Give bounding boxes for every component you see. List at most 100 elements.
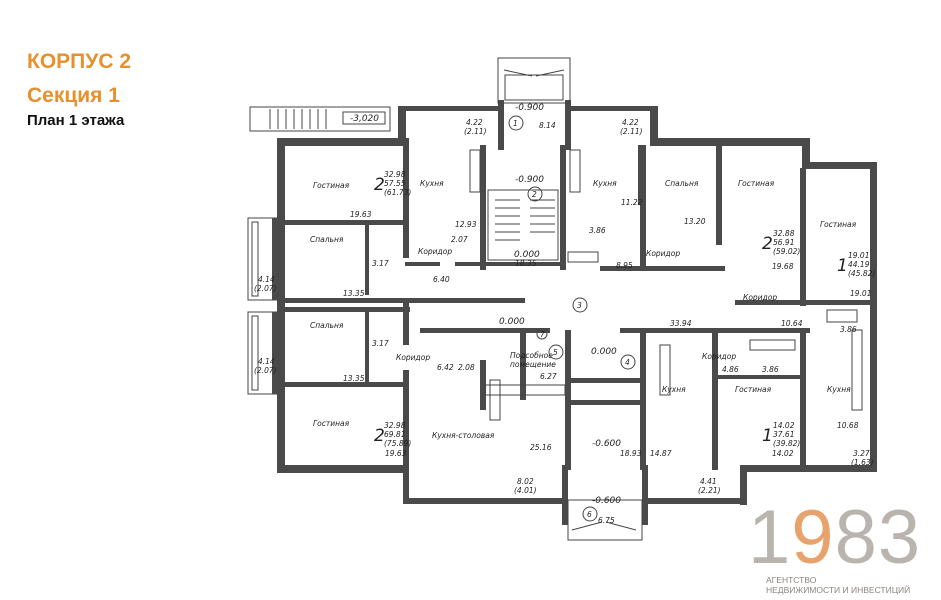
svg-text:4.22: 4.22 bbox=[622, 118, 639, 127]
svg-text:32.98: 32.98 bbox=[384, 170, 406, 179]
svg-text:6.42: 6.42 bbox=[437, 363, 454, 372]
svg-text:6: 6 bbox=[587, 510, 592, 519]
svg-text:12.93: 12.93 bbox=[455, 220, 477, 229]
apartment-4: 2 32.98 69.81 (75.89) bbox=[374, 421, 411, 448]
inner-stair bbox=[487, 189, 559, 261]
level-0600-a: -0.600 bbox=[592, 439, 621, 449]
svg-text:19.63: 19.63 bbox=[350, 210, 372, 219]
svg-text:3.86: 3.86 bbox=[589, 226, 606, 235]
svg-text:13.20: 13.20 bbox=[684, 217, 706, 226]
svg-text:8.14: 8.14 bbox=[539, 121, 556, 130]
svg-text:19.01: 19.01 bbox=[848, 251, 869, 260]
room-bedroom-top-right: Спальня bbox=[665, 179, 699, 188]
svg-text:8.95: 8.95 bbox=[616, 261, 633, 270]
svg-text:3: 3 bbox=[577, 301, 582, 310]
svg-text:6.75: 6.75 bbox=[598, 516, 615, 525]
room-utility-2: помещение bbox=[510, 360, 556, 369]
svg-text:4: 4 bbox=[625, 358, 630, 367]
external-stair-top-left bbox=[249, 106, 391, 132]
room-kitchen-dining: Кухня-столовая bbox=[432, 431, 495, 440]
apartment-1: 2 32.98 57.55 (61.73) bbox=[374, 170, 411, 197]
svg-text:32.98: 32.98 bbox=[384, 421, 406, 430]
svg-text:37.61: 37.61 bbox=[773, 430, 794, 439]
svg-text:14.87: 14.87 bbox=[650, 449, 672, 458]
svg-text:4.14: 4.14 bbox=[258, 357, 275, 366]
level-0000-b: 0.000 bbox=[499, 317, 525, 327]
apartment-2: 2 32.88 56.91 (59.02) bbox=[762, 229, 800, 256]
level-0900-a: -0.900 bbox=[515, 103, 544, 113]
svg-text:6.27: 6.27 bbox=[540, 372, 557, 381]
svg-text:32.88: 32.88 bbox=[773, 229, 795, 238]
svg-text:10.68: 10.68 bbox=[837, 421, 859, 430]
svg-text:4.41: 4.41 bbox=[700, 477, 717, 486]
svg-text:3.27: 3.27 bbox=[853, 449, 870, 458]
svg-text:57.55: 57.55 bbox=[384, 179, 406, 188]
svg-text:19.68: 19.68 bbox=[772, 262, 794, 271]
room-bedroom-left-2: Спальня bbox=[310, 321, 344, 330]
svg-text:(2.11): (2.11) bbox=[620, 127, 643, 136]
svg-text:(4.01): (4.01) bbox=[514, 486, 537, 495]
svg-text:(75.89): (75.89) bbox=[384, 439, 411, 448]
svg-text:56.91: 56.91 bbox=[773, 238, 794, 247]
fixtures bbox=[469, 149, 863, 421]
level-0900-b: -0.900 bbox=[515, 175, 544, 185]
svg-text:2: 2 bbox=[532, 190, 537, 199]
svg-text:44.19: 44.19 bbox=[848, 260, 870, 269]
svg-text:2.07: 2.07 bbox=[451, 235, 468, 244]
svg-text:5: 5 bbox=[553, 348, 558, 357]
svg-text:(61.73): (61.73) bbox=[384, 188, 411, 197]
top-entrance bbox=[497, 57, 571, 104]
svg-text:3.17: 3.17 bbox=[372, 259, 389, 268]
logo-caption-1: АГЕНТСТВО bbox=[766, 575, 817, 585]
svg-text:3.86: 3.86 bbox=[840, 325, 857, 334]
svg-text:(2.07): (2.07) bbox=[254, 284, 277, 293]
room-kitchen-bottom-mid: Кухня bbox=[662, 385, 686, 394]
room-bedroom-left-1: Спальня bbox=[310, 235, 344, 244]
area-numbers: 4.22 (2.11) 8.14 4.22 (2.11) 19.63 12.93… bbox=[254, 118, 874, 525]
svg-text:(45.82): (45.82) bbox=[848, 269, 875, 278]
svg-text:10.64: 10.64 bbox=[781, 319, 803, 328]
room-corridor-right: Коридор bbox=[743, 293, 777, 302]
room-corridor-right-2: Коридор bbox=[702, 352, 736, 361]
svg-text:69.81: 69.81 bbox=[384, 430, 405, 439]
room-living-right: Гостиная bbox=[820, 220, 857, 229]
svg-text:2: 2 bbox=[374, 175, 385, 195]
apartment-3: 1 19.01 44.19 (45.82) bbox=[837, 251, 875, 278]
svg-text:14.02: 14.02 bbox=[772, 449, 794, 458]
svg-text:1: 1 bbox=[762, 426, 773, 446]
svg-text:(2.07): (2.07) bbox=[254, 366, 277, 375]
room-kitchen-top-left: Кухня bbox=[420, 179, 444, 188]
svg-text:18.93: 18.93 bbox=[620, 449, 642, 458]
bottom-entrance bbox=[567, 499, 643, 541]
apartment-5: 1 14.02 37.61 (39.82) bbox=[762, 421, 800, 448]
room-utility-1: Подсобное bbox=[510, 351, 553, 360]
level-0600-b: -0.600 bbox=[592, 496, 621, 506]
room-kitchen-bottom-right: Кухня bbox=[827, 385, 851, 394]
building-title: КОРПУС 2 bbox=[27, 50, 131, 73]
room-corridor-left-1: Коридор bbox=[418, 247, 452, 256]
outer-walls bbox=[277, 100, 877, 525]
svg-text:3.17: 3.17 bbox=[372, 339, 389, 348]
svg-text:8.02: 8.02 bbox=[517, 477, 534, 486]
svg-text:19.63: 19.63 bbox=[385, 449, 407, 458]
section-title: Секция 1 bbox=[27, 84, 120, 107]
svg-text:(59.02): (59.02) bbox=[773, 247, 800, 256]
left-balconies bbox=[247, 217, 279, 395]
svg-text:13.35: 13.35 bbox=[343, 289, 365, 298]
svg-text:(1.63): (1.63) bbox=[851, 458, 874, 467]
svg-text:11.22: 11.22 bbox=[621, 198, 643, 207]
svg-text:7: 7 bbox=[540, 330, 545, 339]
room-living-top-left: Гостиная bbox=[313, 181, 350, 190]
room-corridor-mid: Коридор bbox=[646, 249, 680, 258]
plan-title: План 1 этажа bbox=[27, 112, 125, 129]
svg-text:1: 1 bbox=[837, 256, 848, 276]
svg-text:18.35: 18.35 bbox=[515, 259, 537, 268]
svg-text:1: 1 bbox=[513, 119, 518, 128]
interior-walls bbox=[285, 138, 875, 470]
room-living-bottom-left: Гостиная bbox=[313, 419, 350, 428]
room-corridor-left-2: Коридор bbox=[396, 353, 430, 362]
agency-logo: 1983 bbox=[748, 495, 922, 580]
svg-text:4.86: 4.86 bbox=[722, 365, 739, 374]
room-kitchen-top-mid: Кухня bbox=[593, 179, 617, 188]
